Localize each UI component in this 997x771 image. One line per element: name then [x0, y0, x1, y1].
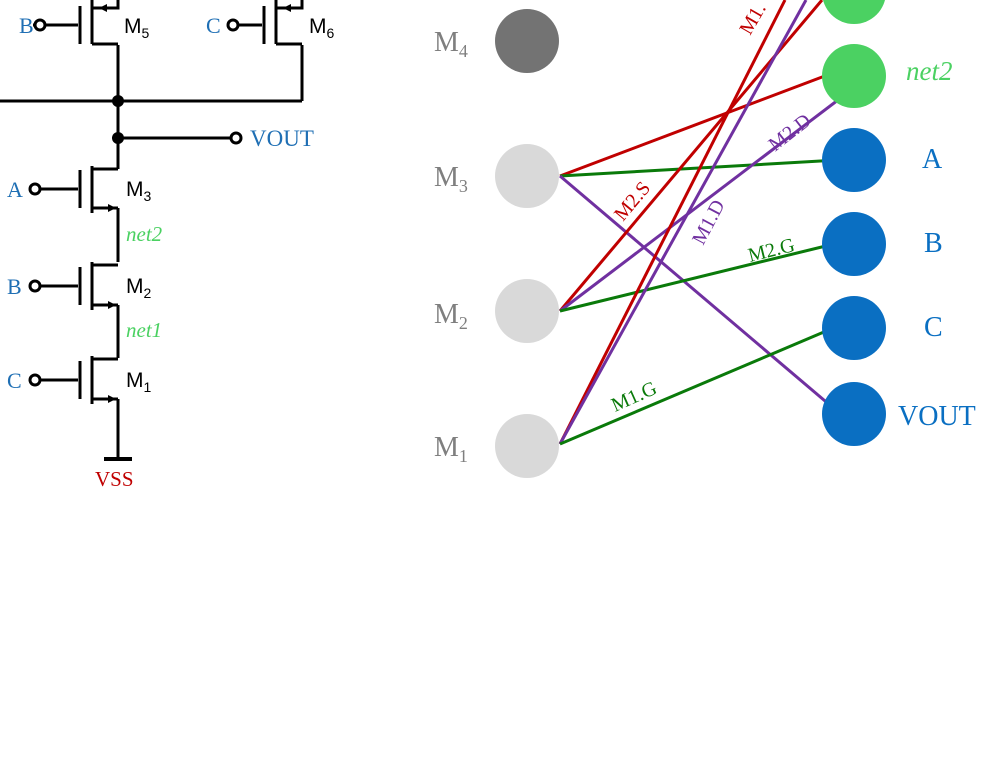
net-nodes: net2 A B C VOUT — [822, 0, 976, 446]
edge-m3-net2 — [559, 69, 839, 178]
node-vout — [822, 382, 886, 446]
vss-label: VSS — [95, 467, 134, 491]
m2-gate-label: B — [7, 274, 22, 299]
node-m4 — [495, 9, 559, 73]
node-label-a: A — [922, 144, 943, 175]
node-b — [822, 212, 886, 276]
node-label-m4: M4 — [434, 27, 468, 61]
node-label-m3: M3 — [434, 162, 468, 196]
edge-m3-vout — [559, 174, 839, 414]
m5-label: M5 — [124, 15, 150, 41]
m2-label: M2 — [126, 275, 152, 301]
node-m1 — [495, 414, 559, 478]
edge-m2-g — [559, 241, 839, 313]
m3-gate-label: A — [7, 177, 23, 202]
junction-dot — [112, 132, 124, 144]
terminal-b-top — [33, 18, 47, 32]
junction-dot — [112, 95, 124, 107]
schematic-labels: B M5 C M6 VOUT A M3 net2 B M2 net1 C M1 … — [7, 13, 335, 491]
edge-label-m2s: M2.S — [610, 177, 655, 225]
terminal-a — [28, 182, 42, 196]
graph-edges — [558, 0, 839, 446]
node-label-net2: net2 — [906, 56, 953, 86]
net1-label: net1 — [126, 318, 162, 342]
terminal-c-top — [226, 18, 240, 32]
m1-gate-label: C — [7, 368, 22, 393]
vout-label: VOUT — [250, 126, 314, 151]
transistor-m2 — [35, 262, 120, 358]
transistor-m1 — [35, 356, 120, 458]
node-label-b: B — [924, 228, 943, 259]
terminal-b — [28, 279, 42, 293]
node-net2 — [822, 44, 886, 108]
edge-m1-g — [559, 324, 839, 446]
node-a — [822, 128, 886, 192]
terminal-vout — [229, 131, 243, 145]
edge-m1-s — [558, 0, 787, 445]
edge-m1-d — [558, 0, 808, 445]
edge-label-m1: M1. — [735, 0, 770, 39]
node-label-vout: VOUT — [898, 401, 976, 432]
edge-label-m2d: M2.D — [765, 110, 816, 156]
node-c — [822, 296, 886, 360]
transistor-m6 — [233, 0, 304, 46]
m1-label: M1 — [126, 369, 152, 395]
edge-label-m1g: M1.G — [608, 377, 660, 416]
edge-label-m2g: M2.G — [746, 234, 797, 267]
transistor-m3 — [35, 166, 120, 262]
node-m2 — [495, 279, 559, 343]
node-label-m2: M2 — [434, 299, 468, 333]
terminal-c — [28, 373, 42, 387]
edge-labels: M1. M2.D M2.S M1.D M2.G M1.G — [608, 0, 815, 417]
m6-label: M6 — [309, 15, 335, 41]
node-label-m1: M1 — [434, 432, 468, 466]
m6-gate-label: C — [206, 13, 221, 38]
node-label-c: C — [924, 312, 943, 343]
schematic — [0, 0, 304, 461]
node-net1-partial — [823, 0, 885, 24]
m5-gate-label: B — [19, 13, 34, 38]
edge-m2-d — [559, 98, 839, 313]
net2-label: net2 — [126, 222, 163, 246]
node-m3 — [495, 144, 559, 208]
m3-label: M3 — [126, 178, 152, 204]
edge-m2-s — [558, 0, 824, 312]
device-nodes: M4 M3 M2 M1 — [434, 9, 559, 478]
